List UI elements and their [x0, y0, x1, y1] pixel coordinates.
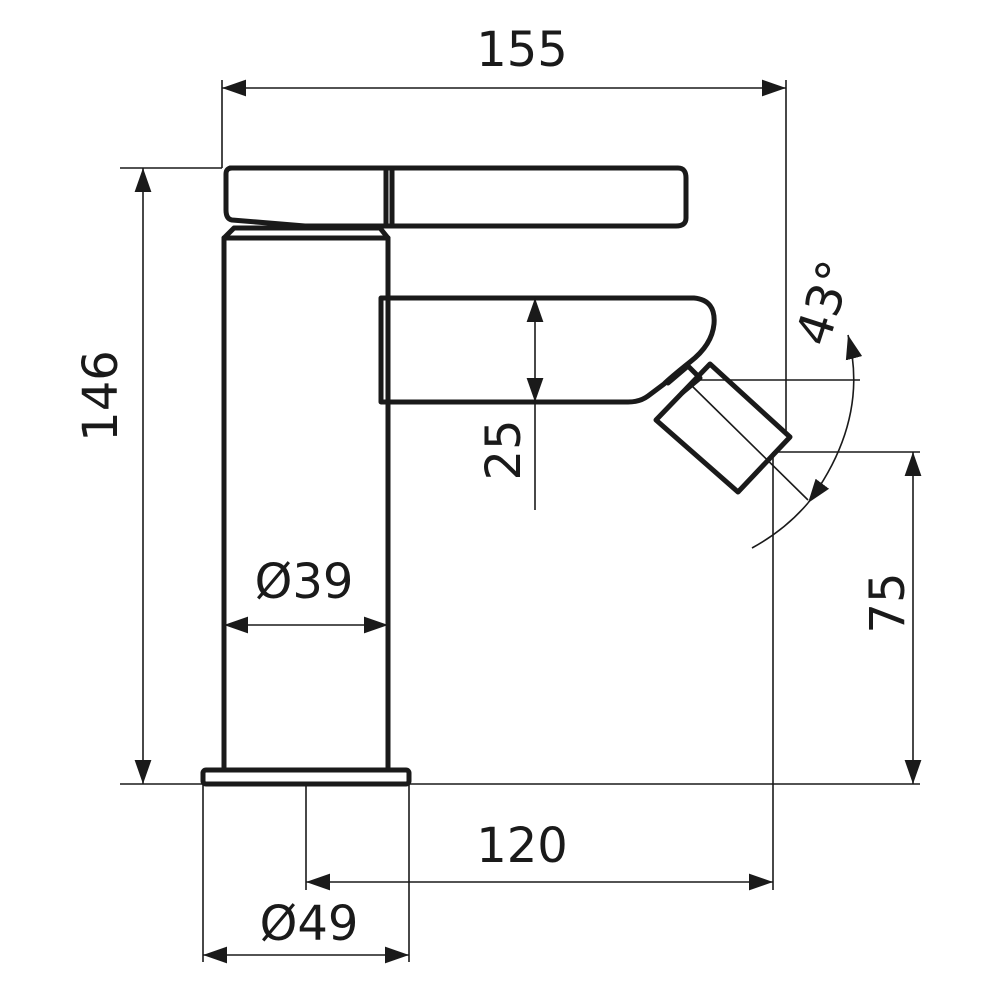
- label-spout-height: 25: [476, 419, 532, 480]
- dim-arc-angle-tail: [751, 502, 809, 549]
- spout: [378, 295, 717, 405]
- lever-handle: [223, 165, 689, 229]
- body-cylinder: [221, 235, 391, 773]
- label-nozzle-angle: 43°: [785, 254, 865, 352]
- dimension-labels: 155 146 Ø39 25 75 120 Ø49 43°: [73, 22, 916, 952]
- label-overall-height: 146: [73, 350, 129, 442]
- label-base-diameter: Ø49: [260, 896, 359, 952]
- label-outlet-height: 75: [860, 572, 916, 633]
- dim-arc-angle: [807, 334, 863, 504]
- base-plate: [200, 767, 412, 787]
- label-body-diameter: Ø39: [255, 554, 354, 610]
- label-overall-width: 155: [476, 22, 568, 78]
- nozzle: [653, 361, 793, 495]
- label-projection: 120: [476, 818, 568, 874]
- collar: [221, 225, 391, 241]
- dimension-lines: [134, 79, 922, 964]
